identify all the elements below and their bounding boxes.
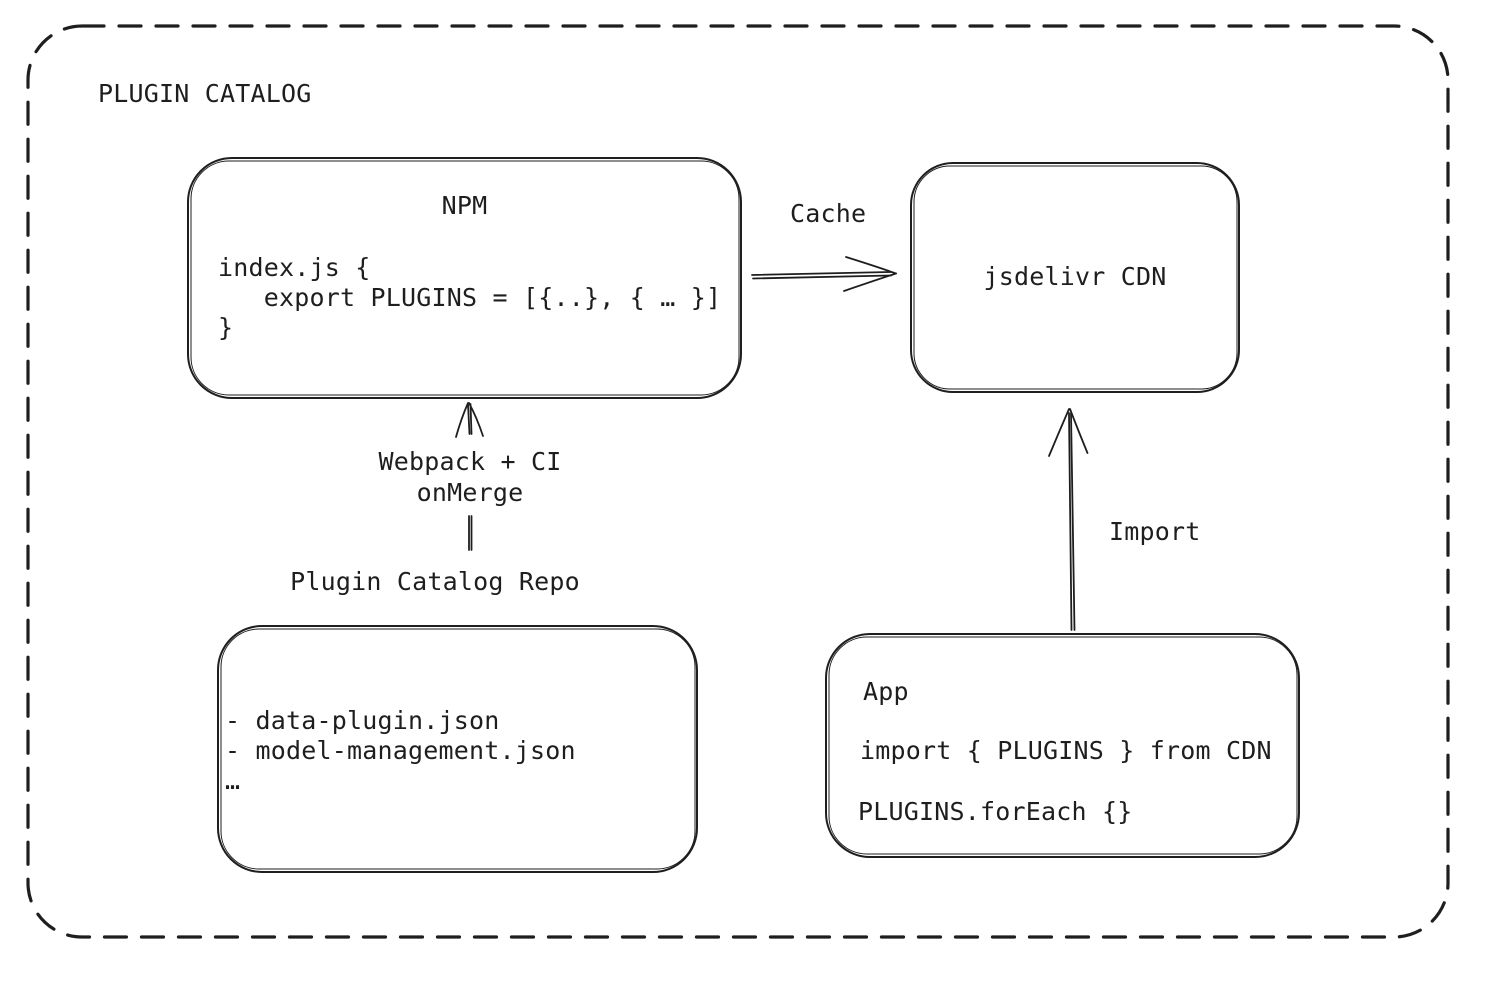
cdn-box xyxy=(910,162,1240,393)
app-box-title: App xyxy=(863,677,909,706)
repo-box-file-list: - data-plugin.json - model-management.js… xyxy=(225,706,576,795)
npm-box-outline-echo xyxy=(190,160,740,396)
app-box-outline xyxy=(825,633,1300,858)
build-edge-label-line2: onMerge xyxy=(416,478,524,507)
repo-box-outline xyxy=(217,625,698,873)
import-arrow-shaft xyxy=(1068,412,1073,631)
cache-arrow-head-bottom xyxy=(843,272,897,292)
import-edge-label: Import xyxy=(1109,517,1201,546)
import-arrow-head-left xyxy=(1048,408,1070,457)
repo-box xyxy=(217,625,698,873)
repo-box-outline-echo xyxy=(220,628,696,870)
cache-arrow-shaft xyxy=(751,271,892,276)
app-box-foreach-line: PLUGINS.forEach {} xyxy=(858,797,1133,826)
app-box-outline-echo xyxy=(828,636,1298,855)
build-arrow-head-left xyxy=(455,402,469,438)
cache-arrow-shaft-echo xyxy=(752,274,892,280)
build-edge-label-line1: Webpack + CI xyxy=(378,447,562,476)
cache-arrow xyxy=(751,256,897,292)
import-arrow-shaft-echo xyxy=(1070,412,1076,631)
cdn-box-label: jsdelivr CDN xyxy=(983,262,1167,291)
npm-box-title: NPM xyxy=(441,191,488,220)
build-arrow xyxy=(455,402,484,551)
build-arrow-head-mid xyxy=(467,403,471,435)
npm-box-outline xyxy=(187,157,742,399)
cdn-box-outline xyxy=(910,162,1240,393)
import-arrow xyxy=(1048,408,1089,631)
app-box xyxy=(825,633,1300,858)
catalog-boundary-box xyxy=(26,24,1450,939)
npm-box xyxy=(187,157,742,399)
cache-arrow-head-top xyxy=(845,256,897,275)
cache-edge-label: Cache xyxy=(790,199,867,228)
app-box-import-line: import { PLUGINS } from CDN xyxy=(860,736,1272,765)
repo-box-title: Plugin Catalog Repo xyxy=(290,567,580,596)
import-arrow-head-right xyxy=(1069,408,1089,454)
diagram-title: PLUGIN CATALOG xyxy=(98,79,312,108)
cdn-box-outline-echo xyxy=(913,165,1238,390)
build-arrow-head-mid-echo xyxy=(469,403,473,435)
npm-box-code: index.js { export PLUGINS = [{..}, { … }… xyxy=(218,253,722,342)
